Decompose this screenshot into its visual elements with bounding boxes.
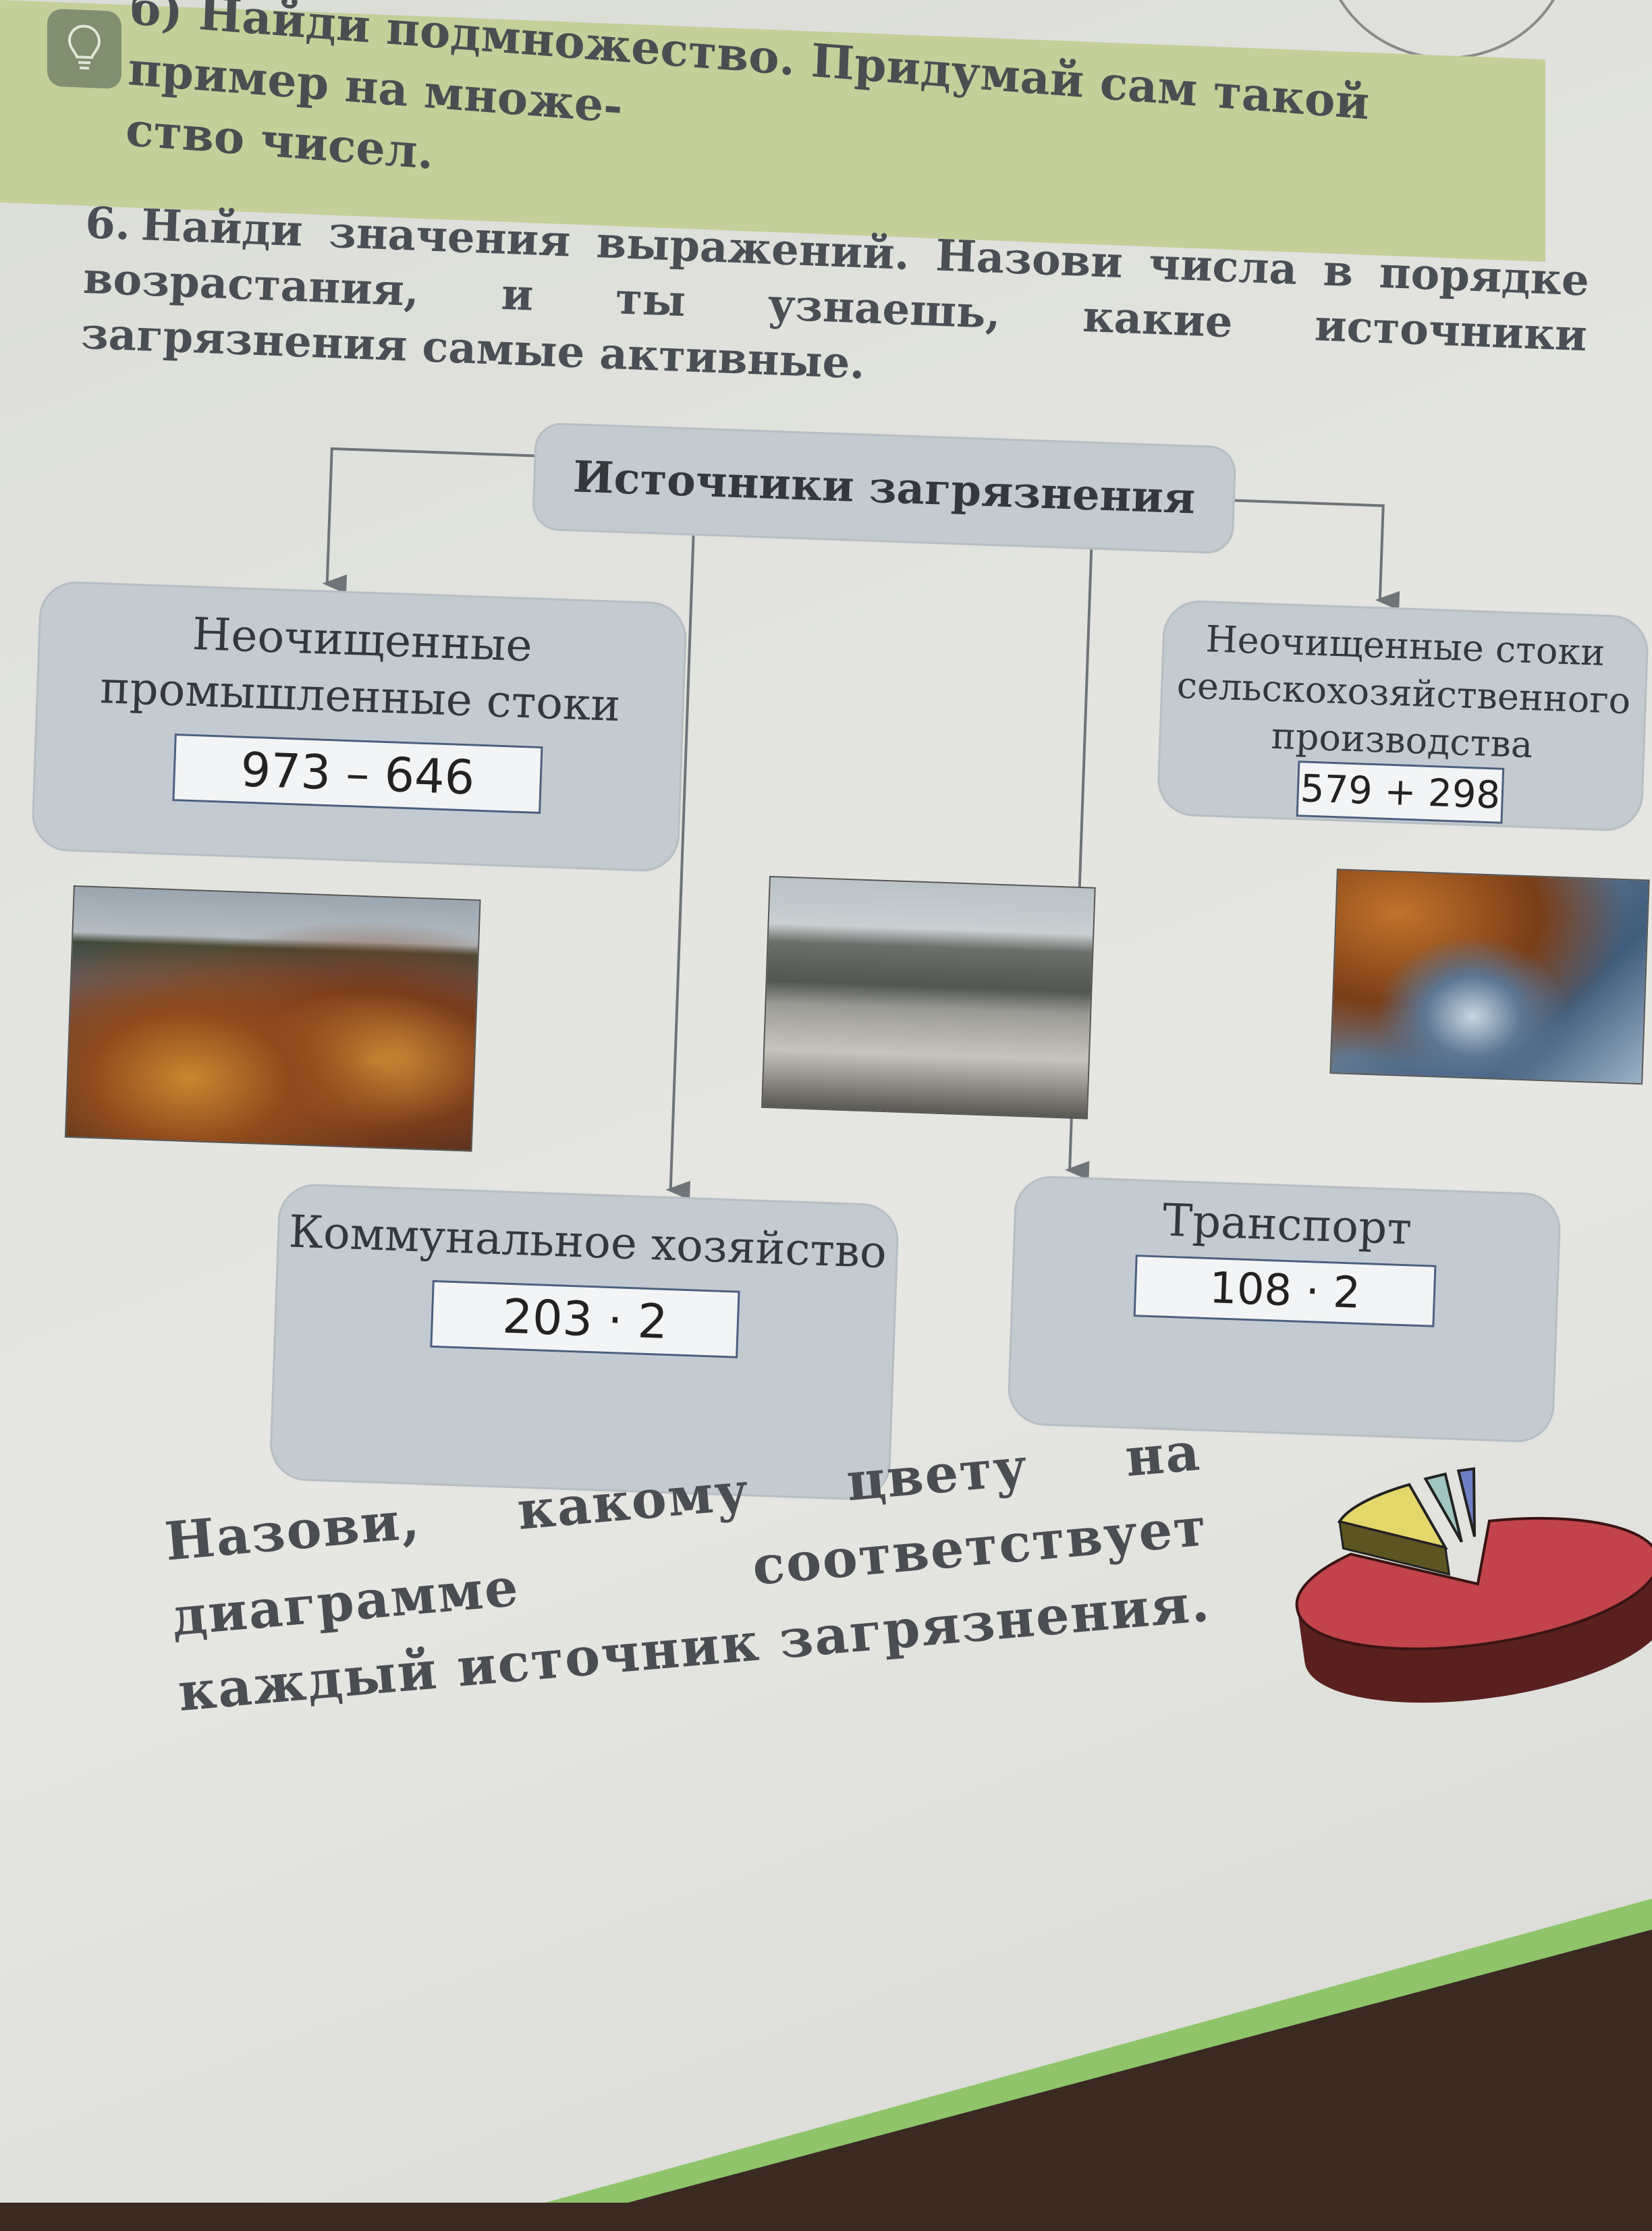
pie-red-side xyxy=(1297,1558,1652,1703)
node-transport: Транспорт 108 · 2 xyxy=(1006,1174,1562,1443)
arrow-to-communal xyxy=(665,535,695,1201)
communal-waste-photo xyxy=(761,875,1096,1120)
node-agricultural-expression: 579 + 298 xyxy=(1296,761,1505,824)
lightbulb-icon xyxy=(47,8,121,89)
node-agricultural: Неочищенные стоки сельскохозяйственного … xyxy=(1156,599,1650,832)
node-transport-expression: 108 · 2 xyxy=(1133,1255,1437,1327)
arrow-to-agricultural xyxy=(1234,499,1400,611)
node-communal-label: Коммунальное хозяйство xyxy=(287,1205,888,1279)
arrow-to-industrial xyxy=(322,447,534,595)
pie-slice-yellow xyxy=(1337,1483,1448,1550)
pie-yellow-side xyxy=(1338,1520,1451,1576)
node-industrial-expression: 973 – 646 xyxy=(172,734,543,815)
node-communal-expression: 203 · 2 xyxy=(430,1279,740,1358)
industrial-pollution-photo xyxy=(64,885,481,1152)
node-agricultural-label: Неочищенные стоки сельскохозяйственного … xyxy=(1176,617,1632,767)
pie-slice-teal xyxy=(1423,1472,1463,1543)
oil-spill-photo xyxy=(1329,869,1650,1085)
node-industrial-label: Неочищенные промышленные стоки xyxy=(99,607,622,732)
node-industrial: Неочищенные промышленные стоки 973 – 646 xyxy=(30,580,688,873)
pie-slice-red xyxy=(1295,1516,1652,1651)
node-transport-label: Транспорт xyxy=(1161,1194,1413,1255)
hint-band: б) Найди подмножество. Придумай сам тако… xyxy=(0,0,1545,262)
pie-chart-3d xyxy=(1295,1467,1652,1703)
pie-slice-blue xyxy=(1456,1467,1477,1537)
